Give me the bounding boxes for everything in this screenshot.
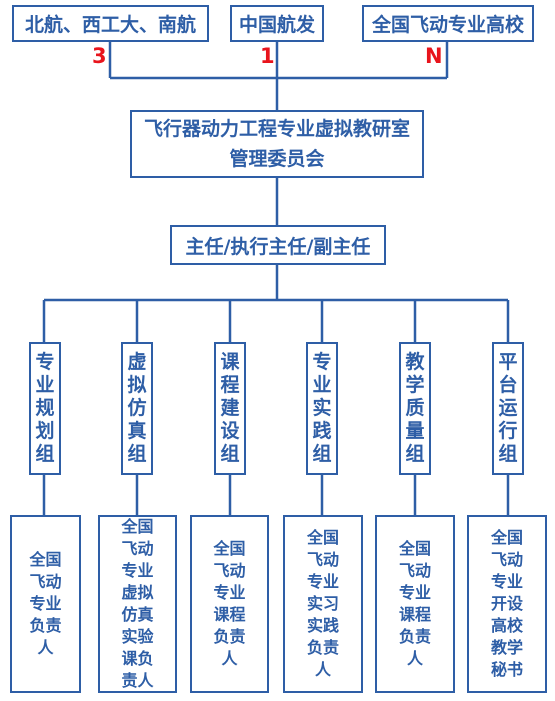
group-simulation-label: 虚拟仿真组: [127, 351, 147, 465]
group-teaching-quality: 教学质量组: [399, 342, 431, 475]
group-course-building-label: 课程建设组: [220, 351, 240, 465]
group-platform-operation: 平台运行组: [492, 342, 524, 475]
responsible-simulation: 全国飞动专业虚拟仿真实验课负责人: [98, 515, 177, 693]
responsible-practice: 全国飞动专业实习实践负责人: [283, 515, 363, 693]
responsible-planning: 全国飞动专业负责人: [10, 515, 81, 693]
top-unit-aecc-label: 中国航发: [238, 14, 315, 36]
count-universities: 3: [92, 44, 107, 68]
group-platform-operation-label: 平台运行组: [498, 351, 518, 465]
group-planning-label: 专业规划组: [35, 351, 55, 465]
top-unit-universities-label: 北航、西工大、南航: [24, 14, 196, 36]
director-box: 主任/执行主任/副主任: [170, 225, 386, 265]
top-unit-aecc: 中国航发: [230, 5, 324, 42]
responsible-course-building: 全国飞动专业课程负责人: [190, 515, 269, 693]
responsible-platform-operation-label: 全国飞动专业开设高校教学秘书: [490, 528, 523, 679]
responsible-simulation-label: 全国飞动专业虚拟仿真实验课负责人: [121, 517, 154, 690]
group-simulation: 虚拟仿真组: [121, 342, 153, 475]
count-national-colleges: N: [425, 44, 443, 68]
group-teaching-quality-label: 教学质量组: [405, 351, 425, 465]
responsible-planning-label: 全国飞动专业负责人: [29, 550, 62, 657]
responsible-teaching-quality-label: 全国飞动专业课程负责人: [398, 539, 431, 668]
responsible-course-building-label: 全国飞动专业课程负责人: [213, 539, 246, 668]
count-aecc: 1: [260, 44, 275, 68]
group-planning: 专业规划组: [29, 342, 61, 475]
group-practice: 专业实践组: [306, 342, 338, 475]
management-council: 飞行器动力工程专业虚拟教研室 管理委员会: [130, 110, 424, 178]
top-unit-national-colleges-label: 全国飞动专业高校: [371, 14, 524, 36]
top-unit-universities: 北航、西工大、南航: [12, 5, 209, 42]
group-course-building: 课程建设组: [214, 342, 246, 475]
council-title-line2: 管理委员会: [229, 148, 325, 170]
responsible-platform-operation: 全国飞动专业开设高校教学秘书: [467, 515, 547, 693]
council-title-line1: 飞行器动力工程专业虚拟教研室: [143, 118, 410, 140]
responsible-teaching-quality: 全国飞动专业课程负责人: [375, 515, 455, 693]
top-unit-national-colleges: 全国飞动专业高校: [362, 5, 534, 42]
director-label: 主任/执行主任/副主任: [185, 235, 371, 258]
group-practice-label: 专业实践组: [312, 351, 332, 465]
responsible-practice-label: 全国飞动专业实习实践负责人: [306, 528, 339, 679]
